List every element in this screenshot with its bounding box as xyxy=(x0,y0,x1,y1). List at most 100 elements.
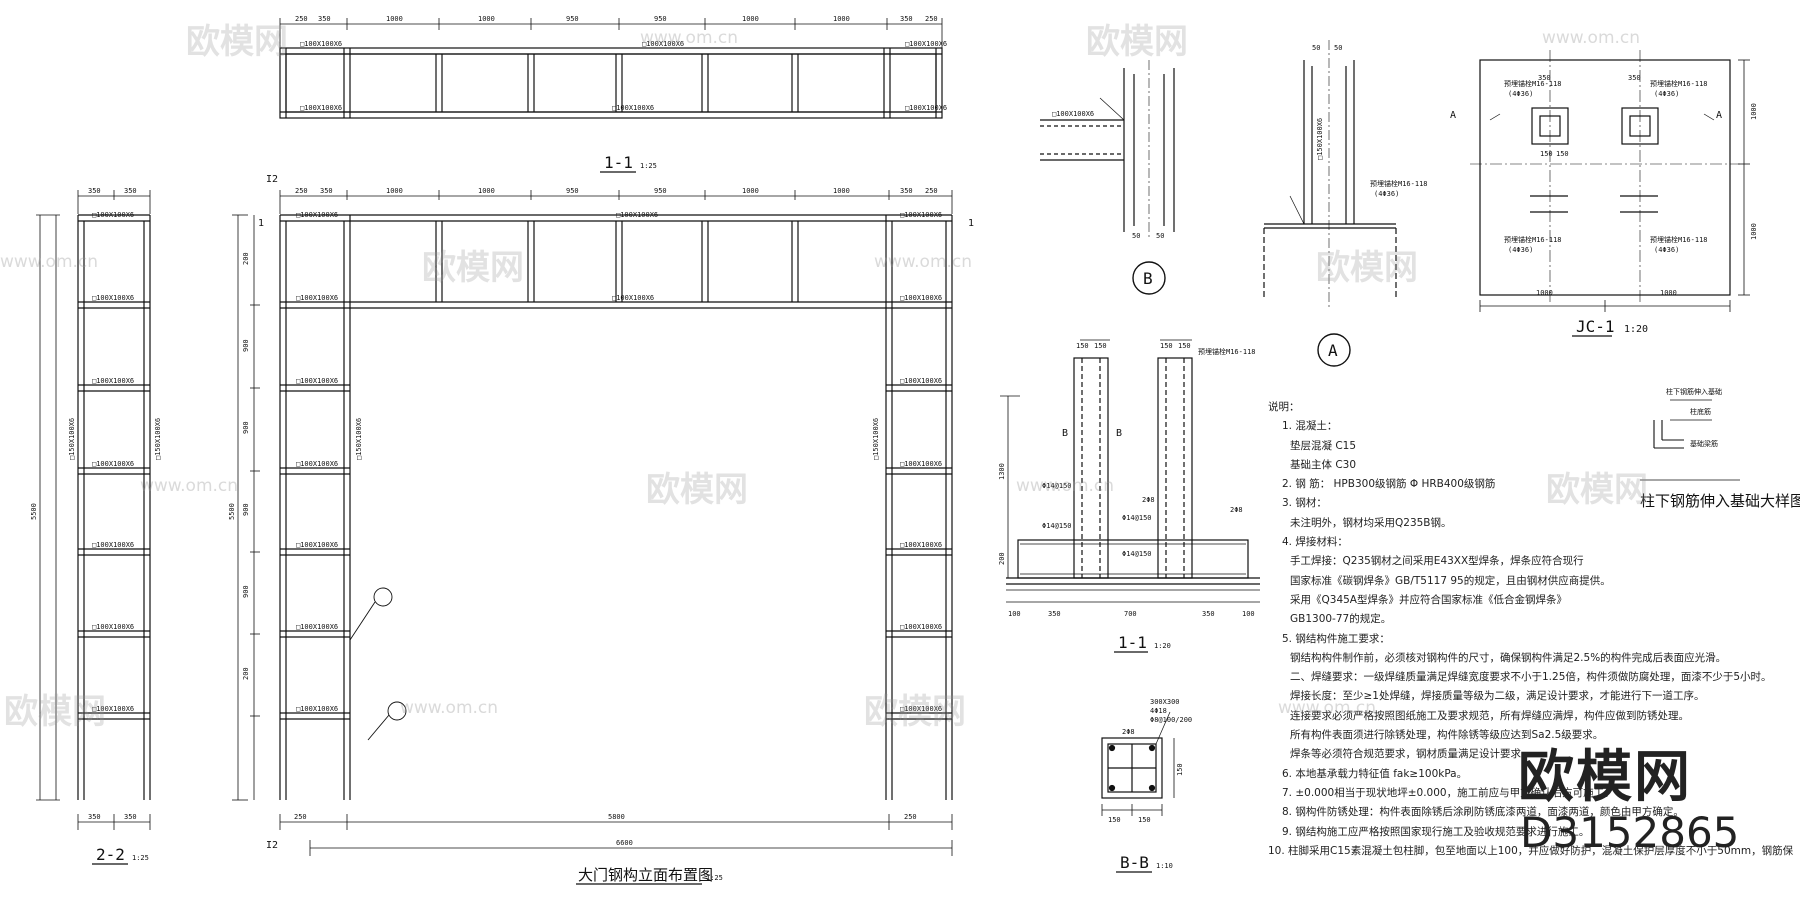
s22-member-1: □100X100X6 xyxy=(92,211,134,219)
note-line: 垫层混凝 C15 xyxy=(1290,439,1357,452)
detail-b-label: B xyxy=(1143,269,1153,288)
jc1-bolt-br2: (4Φ36) xyxy=(1654,246,1679,254)
gate-member-3: □100X100X6 xyxy=(900,211,942,219)
jc1-dim-2: 150 xyxy=(1540,150,1553,158)
top-member-label-2: □100X100X6 xyxy=(642,40,684,48)
note-line: 连接要求必须严格按照图纸施工及要求规范，所有焊缝应满焊，构件应做到防锈处理。 xyxy=(1290,709,1689,722)
bb-spec-1: 4Φ18 xyxy=(1150,707,1167,715)
anchor-label-2: 基础梁筋 xyxy=(1690,439,1718,448)
watermark-4: 欧模网 xyxy=(1316,248,1418,288)
elevation-title: 大门钢构立面布置图 xyxy=(578,866,713,884)
mark-i2-bottom: I2 xyxy=(266,840,278,851)
watermark-url-2: www.om.cn xyxy=(1542,28,1641,48)
note-line: 焊接长度：至少≥1处焊缝，焊接质量等级为二级，满足设计要求，才能进行下一道工序。 xyxy=(1290,690,1705,703)
s22-vert-member-2: □150X100X6 xyxy=(154,418,162,460)
dim-mid-0: 250 xyxy=(295,187,308,195)
detail-a-label: A xyxy=(1328,341,1338,360)
rail-dim-2: 900 xyxy=(242,421,250,434)
mark-i2-top: I2 xyxy=(266,174,278,185)
watermark-8: 欧模网 xyxy=(864,692,966,732)
dim-top-1: 350 xyxy=(318,15,331,23)
note-line: 采用《Q345A型焊条》并应符合国家标准《低合金钢焊条》 xyxy=(1290,593,1567,606)
detail-a xyxy=(1263,40,1397,367)
dim-top-7: 1000 xyxy=(833,15,850,23)
note-line: 所有构件表面须进行除锈处理，构件除锈等级应达到Sa2.5级要求。 xyxy=(1290,729,1604,742)
dim-22-top-1: 350 xyxy=(124,187,137,195)
section-22-scale: 1:25 xyxy=(132,854,149,862)
fs-b-left: B xyxy=(1062,428,1068,439)
fs-dim-5: 350 xyxy=(1048,610,1061,618)
watermark-5: 欧模网 xyxy=(646,470,748,510)
brand-id: D3152865 xyxy=(1520,808,1740,857)
detail-b-dim-1: 50 xyxy=(1156,232,1164,240)
dim-top-0: 250 xyxy=(295,15,308,23)
fs-b-right: B xyxy=(1116,428,1122,439)
jc1-axis-left: A xyxy=(1450,110,1456,121)
dim-bottom-left: 250 xyxy=(294,813,307,821)
mark-1-right: 1 xyxy=(968,218,974,229)
note-line: 5. 钢结构件施工要求： xyxy=(1282,632,1390,645)
bb-spec-0: 300X300 xyxy=(1150,698,1180,706)
fs-dim-2: 150 xyxy=(1160,342,1173,350)
fs-dim-7: 350 xyxy=(1202,610,1215,618)
jc1-dim-3: 150 xyxy=(1556,150,1569,158)
top-member-label-4: □100X100X6 xyxy=(300,104,342,112)
gate-member-13: □100X100X6 xyxy=(296,623,338,631)
gate-member-8: □100X100X6 xyxy=(900,377,942,385)
fs-dim-8: 100 xyxy=(1242,610,1255,618)
note-line: 6. 本地基承载力特征值 fak≥100kPa。 xyxy=(1282,767,1468,780)
gate-vert-member-2: □150X100X6 xyxy=(872,418,880,460)
dim-mid-7: 1000 xyxy=(833,187,850,195)
note-line: 手工焊接：Q235钢材之间采用E43XX型焊条，焊条应符合现行 xyxy=(1290,555,1584,568)
jc1-scale: 1:20 xyxy=(1624,324,1648,335)
detail-a-dim-1: 50 xyxy=(1334,44,1342,52)
watermark-url-6: www.om.cn xyxy=(1016,476,1115,496)
dim-top-6: 1000 xyxy=(742,15,759,23)
gate-member-4: □100X100X6 xyxy=(296,294,338,302)
dim-top-2: 1000 xyxy=(386,15,403,23)
note-line: 国家标准《碳钢焊条》GB/T5117 95的规定，且由钢材供应商提供。 xyxy=(1290,574,1611,587)
rail-dim-5: 200 xyxy=(242,667,250,680)
jc1-bolt-br: 预埋锚栓M16-118 xyxy=(1650,235,1708,244)
gate-member-1: □100X100X6 xyxy=(296,211,338,219)
gate-member-6: □100X100X6 xyxy=(900,294,942,302)
note-line: 未注明外，钢材均采用Q235B钢。 xyxy=(1290,516,1452,529)
s22-member-3: □100X100X6 xyxy=(92,377,134,385)
s22-member-6: □100X100X6 xyxy=(92,623,134,631)
jc1-bolt-tr2: (4Φ36) xyxy=(1654,90,1679,98)
gate-member-2: □100X100X6 xyxy=(616,211,658,219)
gate-total-height: 5500 xyxy=(228,503,236,520)
gate-member-14: □100X100X6 xyxy=(900,623,942,631)
fs-scale: 1:20 xyxy=(1154,642,1171,650)
watermark-6: 欧模网 xyxy=(1546,470,1648,510)
mark-1-left: 1 xyxy=(258,218,264,229)
detail-a-bolt2: (4Φ36) xyxy=(1374,190,1399,198)
dim-22-bottom-1: 350 xyxy=(124,813,137,821)
anchor-label-0: 柱下钢筋伸入基础 xyxy=(1666,387,1722,396)
section-1-1-top-frame xyxy=(279,47,943,119)
s22-member-7: □100X100X6 xyxy=(92,705,134,713)
bb-dim-6: 150 xyxy=(1176,763,1184,776)
s22-vert-member-1: □150X100X6 xyxy=(68,418,76,460)
top-member-label-6: □100X100X6 xyxy=(905,104,947,112)
note-line: 8. 钢构件防锈处理：构件表面除锈后涂刷防锈底漆两道，面漆两道，颜色由甲方确定。 xyxy=(1282,806,1684,819)
foundation-section xyxy=(1000,339,1260,603)
fs-dim-0: 150 xyxy=(1076,342,1089,350)
jc1-dim-4: 1000 xyxy=(1536,289,1553,297)
note-line: 说明： xyxy=(1268,401,1300,413)
anchor-detail-title: 柱下钢筋伸入基础大样图 xyxy=(1640,492,1800,510)
watermark-1: 欧模网 xyxy=(186,22,288,62)
dim-22-top-0: 350 xyxy=(88,187,101,195)
dim-mid-2: 1000 xyxy=(386,187,403,195)
fs-dim-3: 150 xyxy=(1178,342,1191,350)
note-line: 10. 柱脚采用C15素混凝土包柱脚，包至地面以上100，并应做好防护，混凝土保… xyxy=(1268,844,1793,857)
gate-vert-member-1: □150X100X6 xyxy=(355,418,363,460)
section-11-title: 1-1 xyxy=(604,153,633,172)
fs-rebar-1: Φ14@150 xyxy=(1042,522,1072,530)
dim-mid-9: 250 xyxy=(925,187,938,195)
dims-top-line xyxy=(279,18,943,48)
watermark-2: 欧模网 xyxy=(1086,22,1188,62)
watermark-7: 欧模网 xyxy=(4,692,106,732)
dim-mid-6: 1000 xyxy=(742,187,759,195)
s22-member-2: □100X100X6 xyxy=(92,294,134,302)
